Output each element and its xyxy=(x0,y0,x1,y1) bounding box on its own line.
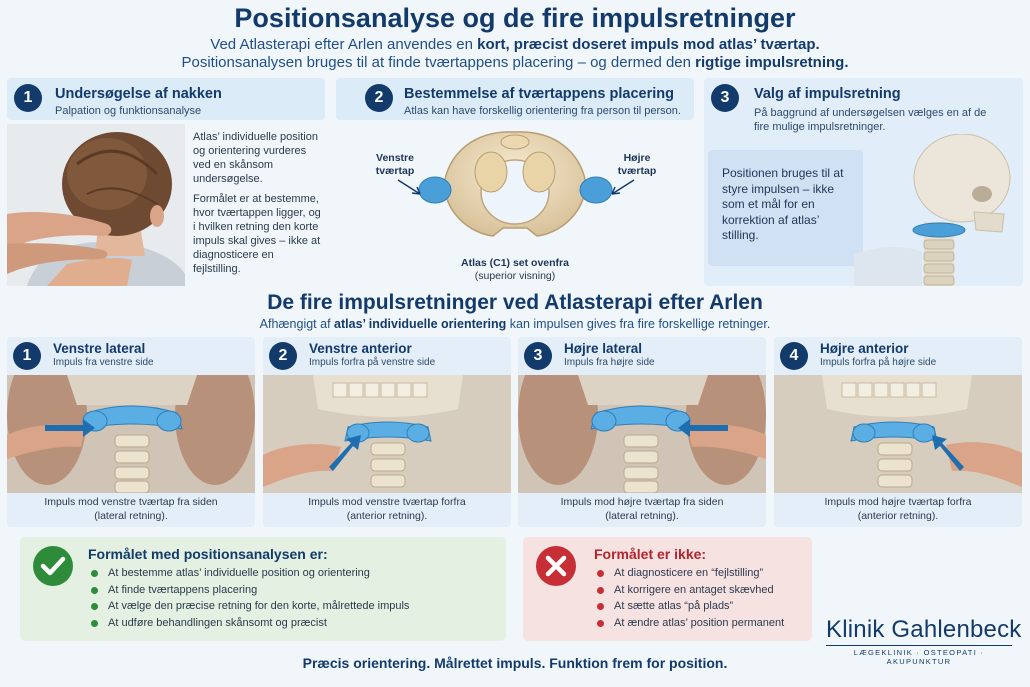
step-subtitle: Atlas kan have forskellig orientering fr… xyxy=(404,105,681,117)
purpose-item: At bestemme atlas’ individuelle position… xyxy=(88,565,409,582)
step-subtitle: På baggrund af undersøgelsen vælges en a… xyxy=(754,107,987,133)
step-1-header: 1 Undersøgelse af nakken Palpation og fu… xyxy=(7,78,325,120)
direction-card-3: 3 Højre lateral Impuls fra højre side Im… xyxy=(518,337,766,527)
purpose-title: Formålet med positionsanalysen er: xyxy=(88,546,328,562)
left-label-arrow-icon xyxy=(397,179,421,195)
step-2-header: 2 Bestemmelse af tværtappens placering A… xyxy=(336,78,694,120)
purpose-item: At vælge den præcise retning for den kor… xyxy=(88,598,409,615)
direction-number: 1 xyxy=(13,342,41,370)
step-title: Undersøgelse af nakken xyxy=(55,86,222,102)
atlas-superior-illustration xyxy=(413,124,618,252)
footer-slogan: Præcis orientering. Målrettet impuls. Fu… xyxy=(302,655,728,671)
purpose-box: Formålet med positionsanalysen er: At be… xyxy=(20,537,506,641)
direction-caption: Impuls mod venstre tværtap fra siden (lat… xyxy=(7,495,255,523)
not-purpose-title: Formålet er ikke: xyxy=(594,546,707,562)
purpose-list: At bestemme atlas’ individuelle position… xyxy=(88,565,409,631)
left-anterior-impulse-image xyxy=(263,375,511,493)
not-purpose-item: At sætte atlas “på plads” xyxy=(594,598,784,615)
caption-line: (anterior retning). xyxy=(346,510,428,522)
not-purpose-item: At ændre atlas’ position permanent xyxy=(594,615,784,632)
direction-caption: Impuls mod venstre tværtap forfra (anteri… xyxy=(263,495,511,523)
left-lateral-impulse-image xyxy=(7,375,255,493)
logo-divider xyxy=(826,645,1012,646)
direction-card-4: 4 Højre anterior Impuls forfra på højre … xyxy=(774,337,1022,527)
step-number: 2 xyxy=(365,84,393,112)
step-number: 3 xyxy=(711,84,739,112)
purpose-item: At udføre behandlingen skånsomt og præci… xyxy=(88,615,409,632)
direction-number: 4 xyxy=(780,342,808,370)
direction-title: Højre lateral xyxy=(564,341,643,356)
caption-line: Impuls mod venstre tværtap forfra xyxy=(308,496,466,508)
left-transverse-label: Venstre tværtap xyxy=(375,152,415,177)
not-purpose-list: At diagnosticere en “fejlstilling” At ko… xyxy=(594,565,784,631)
not-purpose-item: At diagnosticere en “fejlstilling” xyxy=(594,565,784,582)
intro-line-2: Positionsanalysen bruges til at finde tv… xyxy=(0,54,1030,71)
direction-title: Venstre anterior xyxy=(309,341,412,356)
intro-emphasis: kort, præcist doseret impuls mod atlas’ … xyxy=(477,36,820,53)
clinic-logo-name: Klinik Gahlenbeck xyxy=(826,616,1022,643)
caption-line: (lateral retning). xyxy=(94,510,168,522)
not-purpose-box: Formålet er ikke: At diagnosticere en “f… xyxy=(523,537,812,641)
cross-icon xyxy=(536,546,576,586)
subtitle-text: kan impulsen gives fra fire forskellige … xyxy=(506,317,771,331)
step-number: 1 xyxy=(14,84,42,112)
direction-number: 2 xyxy=(269,342,297,370)
caption-line: (anterior retning). xyxy=(857,510,939,522)
step-1-text-2: Formålet er at bestemme, hvor tværtappen… xyxy=(193,193,321,275)
intro-line-1: Ved Atlasterapi efter Arlen anvendes en … xyxy=(0,36,1030,53)
direction-subtitle: Impuls forfra på højre side xyxy=(820,357,937,368)
direction-card-2: 2 Venstre anterior Impuls forfra på vens… xyxy=(263,337,511,527)
right-anterior-impulse-image xyxy=(774,375,1022,493)
intro-emphasis: rigtige impulsretning. xyxy=(695,54,849,71)
not-purpose-item: At korrigere en antaget skævhed xyxy=(594,582,784,599)
direction-caption: Impuls mod højre tværtap fra siden (later… xyxy=(518,495,766,523)
directions-title: De fire impulsretninger ved Atlasterapi … xyxy=(267,291,763,314)
page-title: Positionsanalyse og de fire impulsretnin… xyxy=(234,3,796,33)
caption-line: Impuls mod højre tværtap fra siden xyxy=(560,496,724,508)
direction-subtitle: Impuls fra venstre side xyxy=(53,357,154,368)
caption-line: Impuls mod venstre tværtap fra siden xyxy=(44,496,218,508)
direction-title: Venstre lateral xyxy=(53,341,146,356)
purpose-item: At finde tværtappens placering xyxy=(88,582,409,599)
step-3-card: 3 Valg af impulsretning På baggrund af u… xyxy=(704,78,1023,286)
step-1-text-1: Atlas’ individuelle position og orienter… xyxy=(193,131,318,185)
right-transverse-label: Højre tværtap xyxy=(617,152,657,177)
subtitle-emphasis: atlas’ individuelle orientering xyxy=(334,317,507,331)
right-label-arrow-icon xyxy=(611,179,635,195)
intro-text: Ved Atlasterapi efter Arlen anvendes en xyxy=(210,36,478,53)
direction-subtitle: Impuls forfra på venstre side xyxy=(309,357,436,368)
atlas-caption-sub: (superior visning) xyxy=(474,270,556,282)
caption-line: (lateral retning). xyxy=(605,510,679,522)
skull-spine-illustration xyxy=(854,134,1011,286)
clinic-logo-tagline: LÆGEKLINIK · OSTEOPATI · AKUPUNKTUR xyxy=(853,648,985,666)
note-text: Positionen bruges til at styre impulsen … xyxy=(722,166,844,242)
subtitle-text: Afhængigt af xyxy=(259,317,335,331)
caption-line: Impuls mod højre tværtap forfra xyxy=(824,496,972,508)
direction-title: Højre anterior xyxy=(820,341,909,356)
atlas-caption: Atlas (C1) set ovenfra xyxy=(461,257,569,269)
directions-subtitle: Afhængigt af atlas’ individuelle oriente… xyxy=(0,317,1030,331)
right-lateral-impulse-image xyxy=(518,375,766,493)
note-box: Positionen bruges til at styre impulsen … xyxy=(708,150,863,266)
check-icon xyxy=(33,546,73,586)
step-title: Valg af impulsretning xyxy=(754,86,901,102)
direction-number: 3 xyxy=(524,342,552,370)
neck-palpation-image xyxy=(7,124,185,286)
intro-text: Positionsanalysen bruges til at finde tv… xyxy=(181,54,696,71)
step-title: Bestemmelse af tværtappens placering xyxy=(404,86,674,102)
step-subtitle: Palpation og funktionsanalyse xyxy=(55,105,202,117)
direction-card-1: 1 Venstre lateral Impuls fra venstre sid… xyxy=(7,337,255,527)
direction-subtitle: Impuls fra højre side xyxy=(564,357,655,368)
direction-caption: Impuls mod højre tværtap forfra (anterior… xyxy=(774,495,1022,523)
